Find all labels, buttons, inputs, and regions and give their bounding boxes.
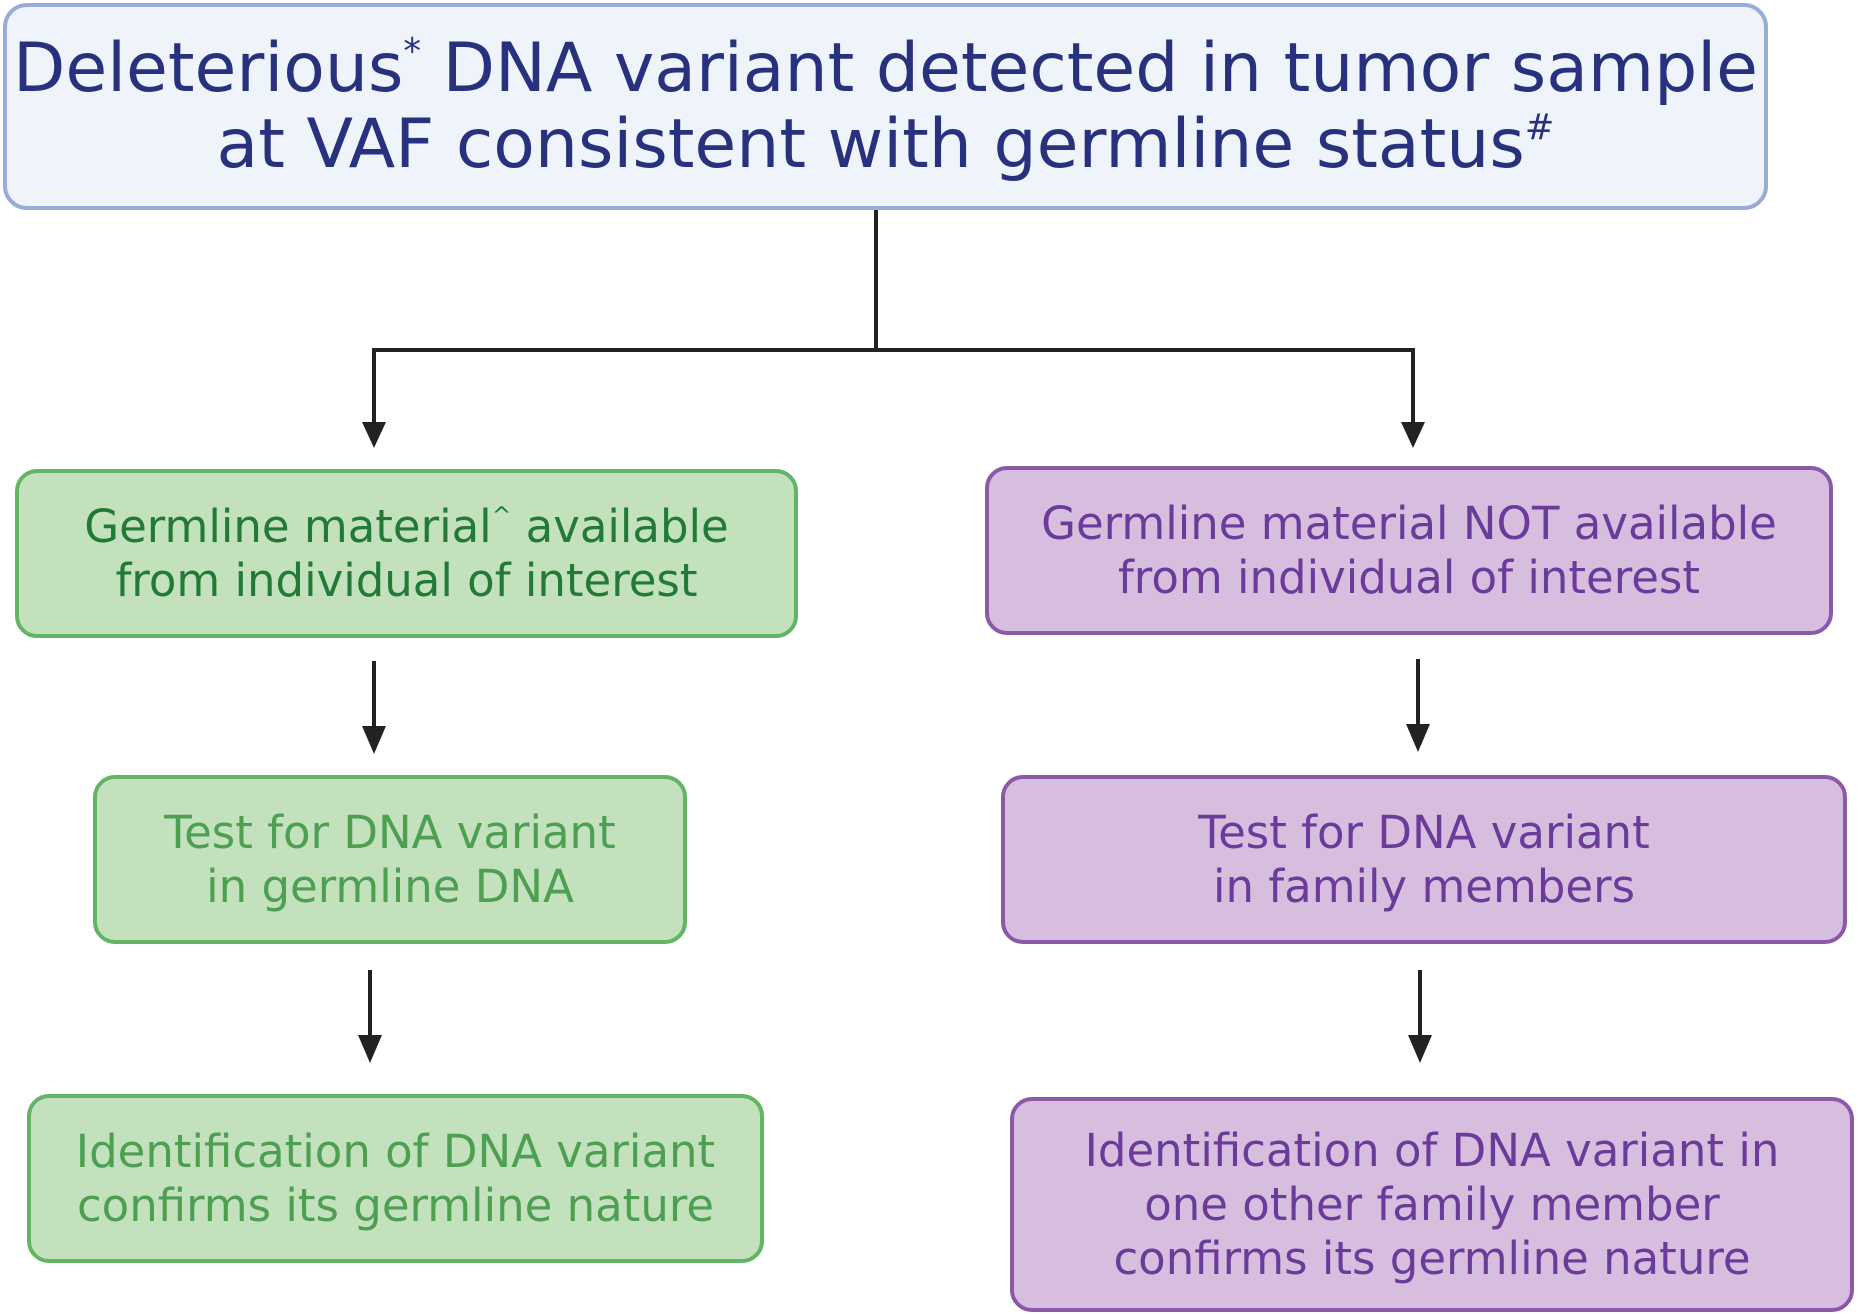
germline-available-end: available (511, 499, 729, 553)
germline-available-line-1: Germline material^ available (84, 500, 728, 554)
right-arrow-2-head (1408, 1035, 1432, 1063)
germline-not-available-line-1: Germline material NOT available (1041, 496, 1777, 550)
test-germline-line-2: in germline DNA (206, 859, 574, 913)
root-line-1-end: DNA variant detected in tumor sample (421, 29, 1759, 109)
test-family-members-box: Test for DNA variant in family members (1001, 775, 1847, 944)
left-arrow-2-head (358, 1035, 382, 1063)
right-branch-arrowhead (1401, 422, 1425, 448)
test-family-line-2: in family members (1212, 859, 1636, 913)
tree-connector (368, 210, 1422, 1037)
root-line-2-text: at VAF consistent with germline status (216, 104, 1525, 184)
root-line-1-start: Deleterious (12, 29, 404, 109)
test-germline-line-1: Test for DNA variant (164, 805, 616, 859)
test-germline-dna-box: Test for DNA variant in germline DNA (93, 775, 687, 944)
germline-not-available-line-2: from individual of interest (1117, 550, 1701, 604)
right-result-line-3: confirms its germline nature (1113, 1231, 1751, 1285)
germline-available-line-2: from individual of interest (115, 553, 698, 607)
left-branch-arrowhead (362, 422, 386, 448)
germline-status-footnote-mark: # (1524, 106, 1555, 148)
left-result-line-2: confirms its germline nature (76, 1178, 715, 1232)
left-result-line-1: Identification of DNA variant (75, 1124, 716, 1178)
root-condition-box: Deleterious* DNA variant detected in tum… (3, 3, 1768, 210)
right-result-line-2: one other family member (1144, 1177, 1720, 1231)
test-family-line-1: Test for DNA variant (1198, 805, 1650, 859)
right-result-line-1: Identification of DNA variant in (1084, 1123, 1780, 1177)
arrowheads (358, 422, 1432, 1063)
germline-material-footnote-mark: ^ (491, 501, 512, 530)
germline-available-start: Germline material (84, 499, 492, 553)
left-arrow-1-head (362, 726, 386, 754)
root-line-1: Deleterious* DNA variant detected in tum… (13, 31, 1758, 106)
deleterious-footnote-mark: * (403, 31, 422, 73)
right-result-box: Identification of DNA variant in one oth… (1010, 1097, 1854, 1312)
right-arrow-1-head (1406, 724, 1430, 752)
germline-not-available-box: Germline material NOT available from ind… (985, 466, 1833, 635)
germline-available-box: Germline material^ available from indivi… (15, 469, 798, 638)
left-result-box: Identification of DNA variant confirms i… (27, 1094, 764, 1263)
root-line-2: at VAF consistent with germline status# (216, 104, 1555, 184)
